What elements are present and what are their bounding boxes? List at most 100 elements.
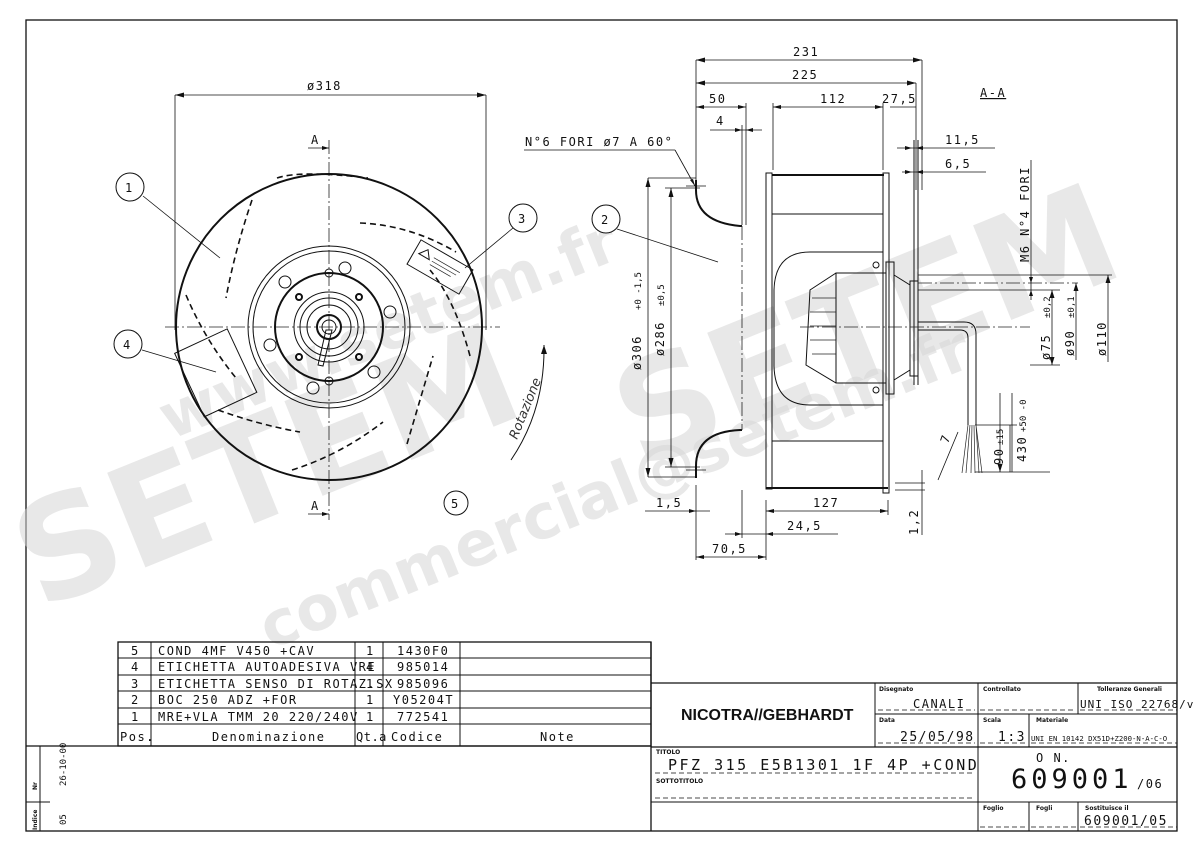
svg-text:O N.: O N.	[1036, 751, 1071, 765]
drawing-date: 25/05/98	[900, 730, 975, 745]
svg-text:Disegnato: Disegnato	[879, 686, 913, 693]
dim-cable-90: 90	[992, 448, 1006, 465]
parts-row: 2 BOC 250 ADZ +FOR 1 Y05204T	[131, 693, 454, 707]
dim-50: 50	[709, 92, 726, 106]
dim-dia-75-tol: ±0,2	[1043, 296, 1053, 318]
svg-text:Pos.: Pos.	[120, 730, 155, 744]
dim-27-5: 27,5	[882, 92, 917, 106]
dim-dia-75: ø75	[1039, 334, 1053, 360]
svg-text:Note: Note	[540, 730, 575, 744]
svg-text:3: 3	[518, 212, 527, 226]
balloon-4: 4	[113, 329, 217, 373]
svg-text:Controllato: Controllato	[983, 686, 1021, 693]
dim-dia-286: ø286	[653, 321, 667, 356]
svg-text:Fogli: Fogli	[1036, 805, 1052, 812]
section-marker-top: A	[311, 133, 320, 147]
svg-text:2: 2	[601, 213, 610, 227]
svg-text:4: 4	[123, 338, 132, 352]
svg-text:2: 2	[131, 693, 140, 707]
material-value: UNI EN 10142 DX51D+Z200-N-A-C-O	[1031, 734, 1167, 743]
title-block: NICOTRA//GEBHARDT Disegnato CANALI Contr…	[650, 642, 1194, 831]
svg-text:772541: 772541	[397, 710, 449, 724]
dim-cable-430: 430	[1015, 436, 1029, 462]
drawing-scale: 1:3	[998, 730, 1026, 745]
revision-block: Nr Indice 26-10-00 05	[26, 743, 651, 831]
section-title: A-A	[980, 86, 1006, 100]
svg-text:Sostituisce il: Sostituisce il	[1085, 805, 1129, 812]
dim-dia-286-tol: ±0,5	[657, 284, 667, 306]
svg-text:Y05204T: Y05204T	[393, 693, 454, 707]
svg-text:ETICHETTA SENSO DI ROTAZ.SX: ETICHETTA SENSO DI ROTAZ.SX	[158, 677, 394, 691]
company-name: NICOTRA//GEBHARDT	[681, 707, 854, 724]
parts-row: 5 COND 4MF V450 +CAV 1 1430F0	[131, 644, 449, 658]
dim-cable-430-tol: +50 -0	[1019, 399, 1029, 432]
parts-row: 4 ETICHETTA AUTOADESIVA VRE 4 985014	[131, 660, 449, 674]
svg-text:Codice: Codice	[391, 730, 443, 744]
svg-text:985014: 985014	[397, 660, 449, 674]
revision-date: 26-10-00	[59, 743, 69, 786]
svg-text:Data: Data	[879, 717, 895, 724]
revision-index: 05	[59, 814, 69, 825]
svg-text:ETICHETTA AUTOADESIVA VRE: ETICHETTA AUTOADESIVA VRE	[158, 660, 376, 674]
revision-index-label: Indice	[32, 810, 39, 830]
svg-text:BOC 250 ADZ +FOR: BOC 250 ADZ +FOR	[158, 693, 298, 707]
drawing-title: PFZ 315 E5B1301 1F 4P +COND	[668, 756, 979, 774]
dim-231: 231	[793, 45, 819, 59]
dim-cable-90-tol: ±15	[996, 429, 1006, 445]
svg-text:1: 1	[366, 644, 375, 658]
svg-text:MRE+VLA TMM 20 220/240V: MRE+VLA TMM 20 220/240V	[158, 710, 359, 724]
dim-dia-110: ø110	[1095, 321, 1109, 356]
dim-dia-90-tol: ±0,1	[1067, 296, 1077, 318]
svg-text:1: 1	[366, 693, 375, 707]
bolt-note: M6 N°4 FORI	[1018, 166, 1032, 262]
dim-1-2: 1,2	[907, 509, 921, 535]
svg-text:1: 1	[366, 677, 375, 691]
svg-text:1430F0: 1430F0	[397, 644, 449, 658]
watermark: www.setem.fr SETEM SETEM commercial@sete…	[0, 153, 1141, 664]
parts-list-table: 5 COND 4MF V450 +CAV 1 1430F0 4 ETICHETT…	[117, 641, 652, 747]
balloon-2: 2	[591, 204, 719, 263]
svg-text:985096: 985096	[397, 677, 449, 691]
balloon-5: 5	[443, 490, 469, 516]
front-view: ø318 A A	[113, 79, 547, 520]
diameter-318-label: ø318	[307, 79, 342, 93]
svg-text:TITOLO: TITOLO	[656, 749, 680, 756]
svg-text:Tolleranze Generali: Tolleranze Generali	[1097, 686, 1162, 693]
dim-7: 7	[938, 432, 954, 445]
svg-text:5: 5	[451, 497, 460, 511]
dim-225: 225	[792, 68, 818, 82]
revision-nr-label: Nr	[32, 782, 39, 790]
balloon-1: 1	[115, 172, 221, 259]
parts-row: 1 MRE+VLA TMM 20 220/240V 1 772541	[131, 710, 449, 724]
balloon-3: 3	[464, 203, 538, 269]
section-marker-bottom: A	[311, 499, 320, 513]
svg-text:1: 1	[131, 710, 140, 724]
dim-4: 4	[716, 114, 725, 128]
svg-text:5: 5	[131, 644, 140, 658]
svg-text:3: 3	[131, 677, 140, 691]
drawing-number: 609001	[1011, 764, 1133, 795]
dim-dia-90: ø90	[1063, 330, 1077, 356]
svg-text:1: 1	[366, 710, 375, 724]
dim-127: 127	[813, 496, 839, 510]
dim-1-5: 1,5	[656, 496, 682, 510]
svg-text:Qt.a: Qt.a	[356, 730, 387, 744]
dim-112: 112	[820, 92, 846, 106]
replaces-value: 609001/05	[1084, 814, 1168, 829]
drawing-revision: /06	[1137, 777, 1163, 791]
dim-dia-306: ø306	[630, 335, 644, 370]
svg-text:4: 4	[131, 660, 140, 674]
tolerance-value: UNI ISO 22768/v	[1080, 698, 1194, 711]
svg-text:Denominazione: Denominazione	[212, 730, 325, 744]
dim-dia-306-tol: +0 -1,5	[634, 272, 644, 310]
parts-row: 3 ETICHETTA SENSO DI ROTAZ.SX 1 985096	[131, 677, 449, 691]
svg-text:Foglio: Foglio	[983, 805, 1004, 812]
svg-text:Materiale: Materiale	[1036, 717, 1068, 724]
svg-text:4: 4	[366, 660, 375, 674]
svg-text:COND 4MF V450 +CAV: COND 4MF V450 +CAV	[158, 644, 315, 658]
drawing-frame	[25, 19, 1178, 832]
drawn-by: CANALI	[913, 697, 965, 711]
parts-header: Pos. Denominazione Qt.a Codice Note	[120, 730, 575, 744]
dim-11-5: 11,5	[945, 133, 980, 147]
